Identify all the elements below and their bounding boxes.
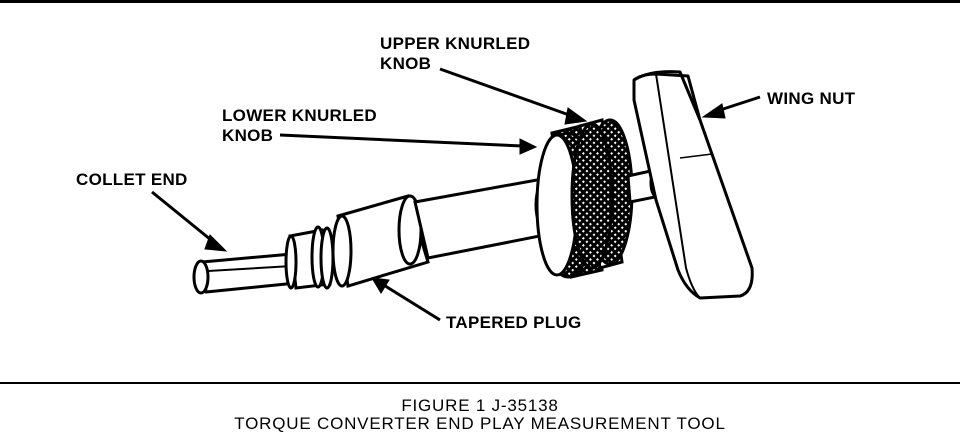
tapered-plug — [331, 194, 430, 288]
tool-illustration — [151, 67, 761, 322]
arrow-lower-knob — [279, 133, 538, 155]
label-upper-knurled-knob-line2: KNOB — [380, 54, 432, 73]
label-wing-nut: WING NUT — [767, 89, 856, 108]
arrow-tapered-plug — [371, 277, 441, 322]
leader-arrows — [151, 67, 761, 322]
upper-knurled-knob — [570, 118, 634, 270]
bottom-rule — [0, 382, 960, 384]
figure-caption-title: TORQUE CONVERTER END PLAY MEASUREMENT TO… — [234, 414, 726, 433]
arrow-wing-nut — [701, 95, 761, 119]
label-collet-end: COLLET END — [76, 170, 188, 189]
label-lower-knurled-knob-line1: LOWER KNURLED — [222, 106, 377, 125]
figure-caption-number: FIGURE 1 J-35138 — [401, 396, 559, 415]
arrow-collet-end — [151, 190, 228, 252]
label-lower-knurled-knob-line2: KNOB — [222, 126, 274, 145]
collet-end — [192, 252, 298, 295]
arrow-upper-knob — [439, 67, 588, 125]
wing-nut — [632, 70, 754, 300]
label-upper-knurled-knob-line1: UPPER KNURLED — [380, 34, 531, 53]
collar — [284, 225, 335, 290]
top-rule — [0, 0, 960, 3]
label-tapered-plug: TAPERED PLUG — [446, 313, 582, 332]
